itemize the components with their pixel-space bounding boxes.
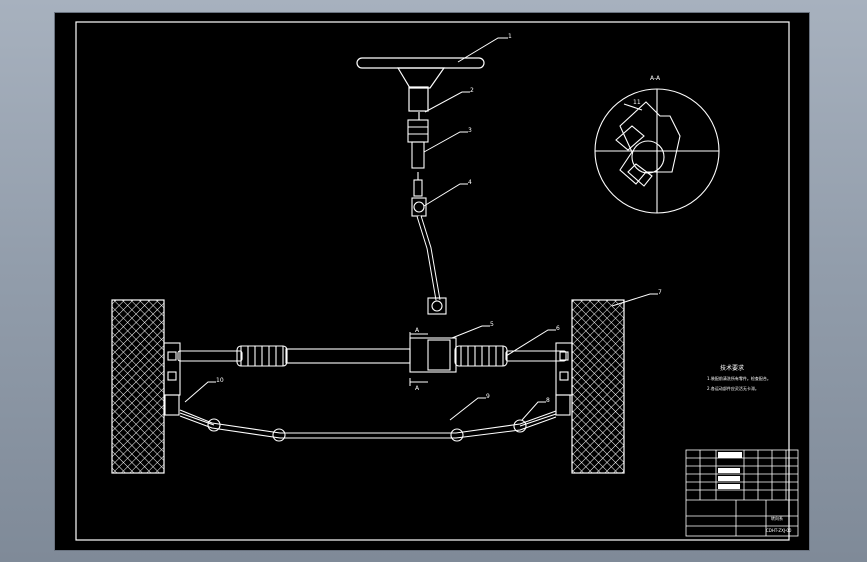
section-cut-marks	[409, 332, 428, 386]
steering-wheel	[356, 57, 485, 120]
drawing-code: CDHT-ZXJ-00	[766, 528, 792, 533]
part-number-8: 8	[546, 397, 550, 404]
steering-column	[407, 119, 447, 315]
left-wheel-crosshatch	[112, 300, 164, 473]
right-knuckle	[555, 342, 573, 416]
tech-notes-title: 技术要求	[720, 364, 744, 372]
part-number-4: 4	[468, 179, 472, 186]
part-number-6: 6	[556, 325, 560, 332]
part-number-labels: 1 2 3 4 5 6 7 8 9 10 11 A-A A A	[216, 33, 662, 404]
leader-lines	[184, 37, 658, 421]
section-view	[594, 88, 720, 214]
drawing-name: 转向系	[771, 515, 783, 521]
part-number-7: 7	[658, 289, 662, 296]
tie-rod-and-linkage	[179, 409, 557, 442]
part-number-1: 1	[508, 33, 512, 40]
part-number-3: 3	[468, 127, 472, 134]
part-number-2: 2	[470, 87, 474, 94]
tech-note-line-1: 1.装配前清洗所有零件。检查配合。	[707, 375, 771, 381]
title-block-text: 转向系 CDHT-ZXJ-00	[766, 515, 792, 533]
tech-note-line-2: 2.各运动部件应灵活无卡滞。	[707, 385, 759, 391]
right-wheel-crosshatch	[572, 300, 624, 473]
technical-notes: 技术要求 1.装配前清洗所有零件。检查配合。 2.各运动部件应灵活无卡滞。	[707, 364, 771, 391]
part-number-9: 9	[486, 393, 490, 400]
drawing-sheet	[55, 13, 809, 550]
steering-rack	[177, 337, 567, 373]
part-number-11: 11	[633, 99, 641, 106]
section-marker-top: A	[415, 327, 420, 334]
section-marker-bottom: A	[415, 385, 420, 392]
title-block	[685, 449, 799, 537]
part-number-10: 10	[216, 377, 224, 384]
inner-border-frame	[75, 21, 790, 541]
section-view-label: A-A	[650, 75, 661, 82]
part-number-5: 5	[490, 321, 494, 328]
